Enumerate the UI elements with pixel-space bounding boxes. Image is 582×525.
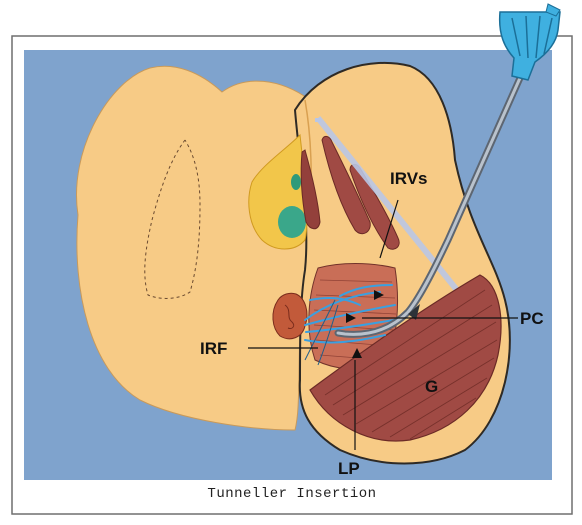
label-pc: PC (520, 309, 544, 328)
label-g: G (425, 377, 438, 396)
irf-fat-lobule (273, 293, 307, 339)
label-irf: IRF (200, 339, 227, 358)
label-lp: LP (338, 459, 360, 478)
label-irvs: IRVs (390, 169, 428, 188)
green-spot-small (291, 174, 301, 190)
figure-caption: Tunneller Insertion (12, 486, 572, 502)
green-spot-large (278, 206, 306, 238)
